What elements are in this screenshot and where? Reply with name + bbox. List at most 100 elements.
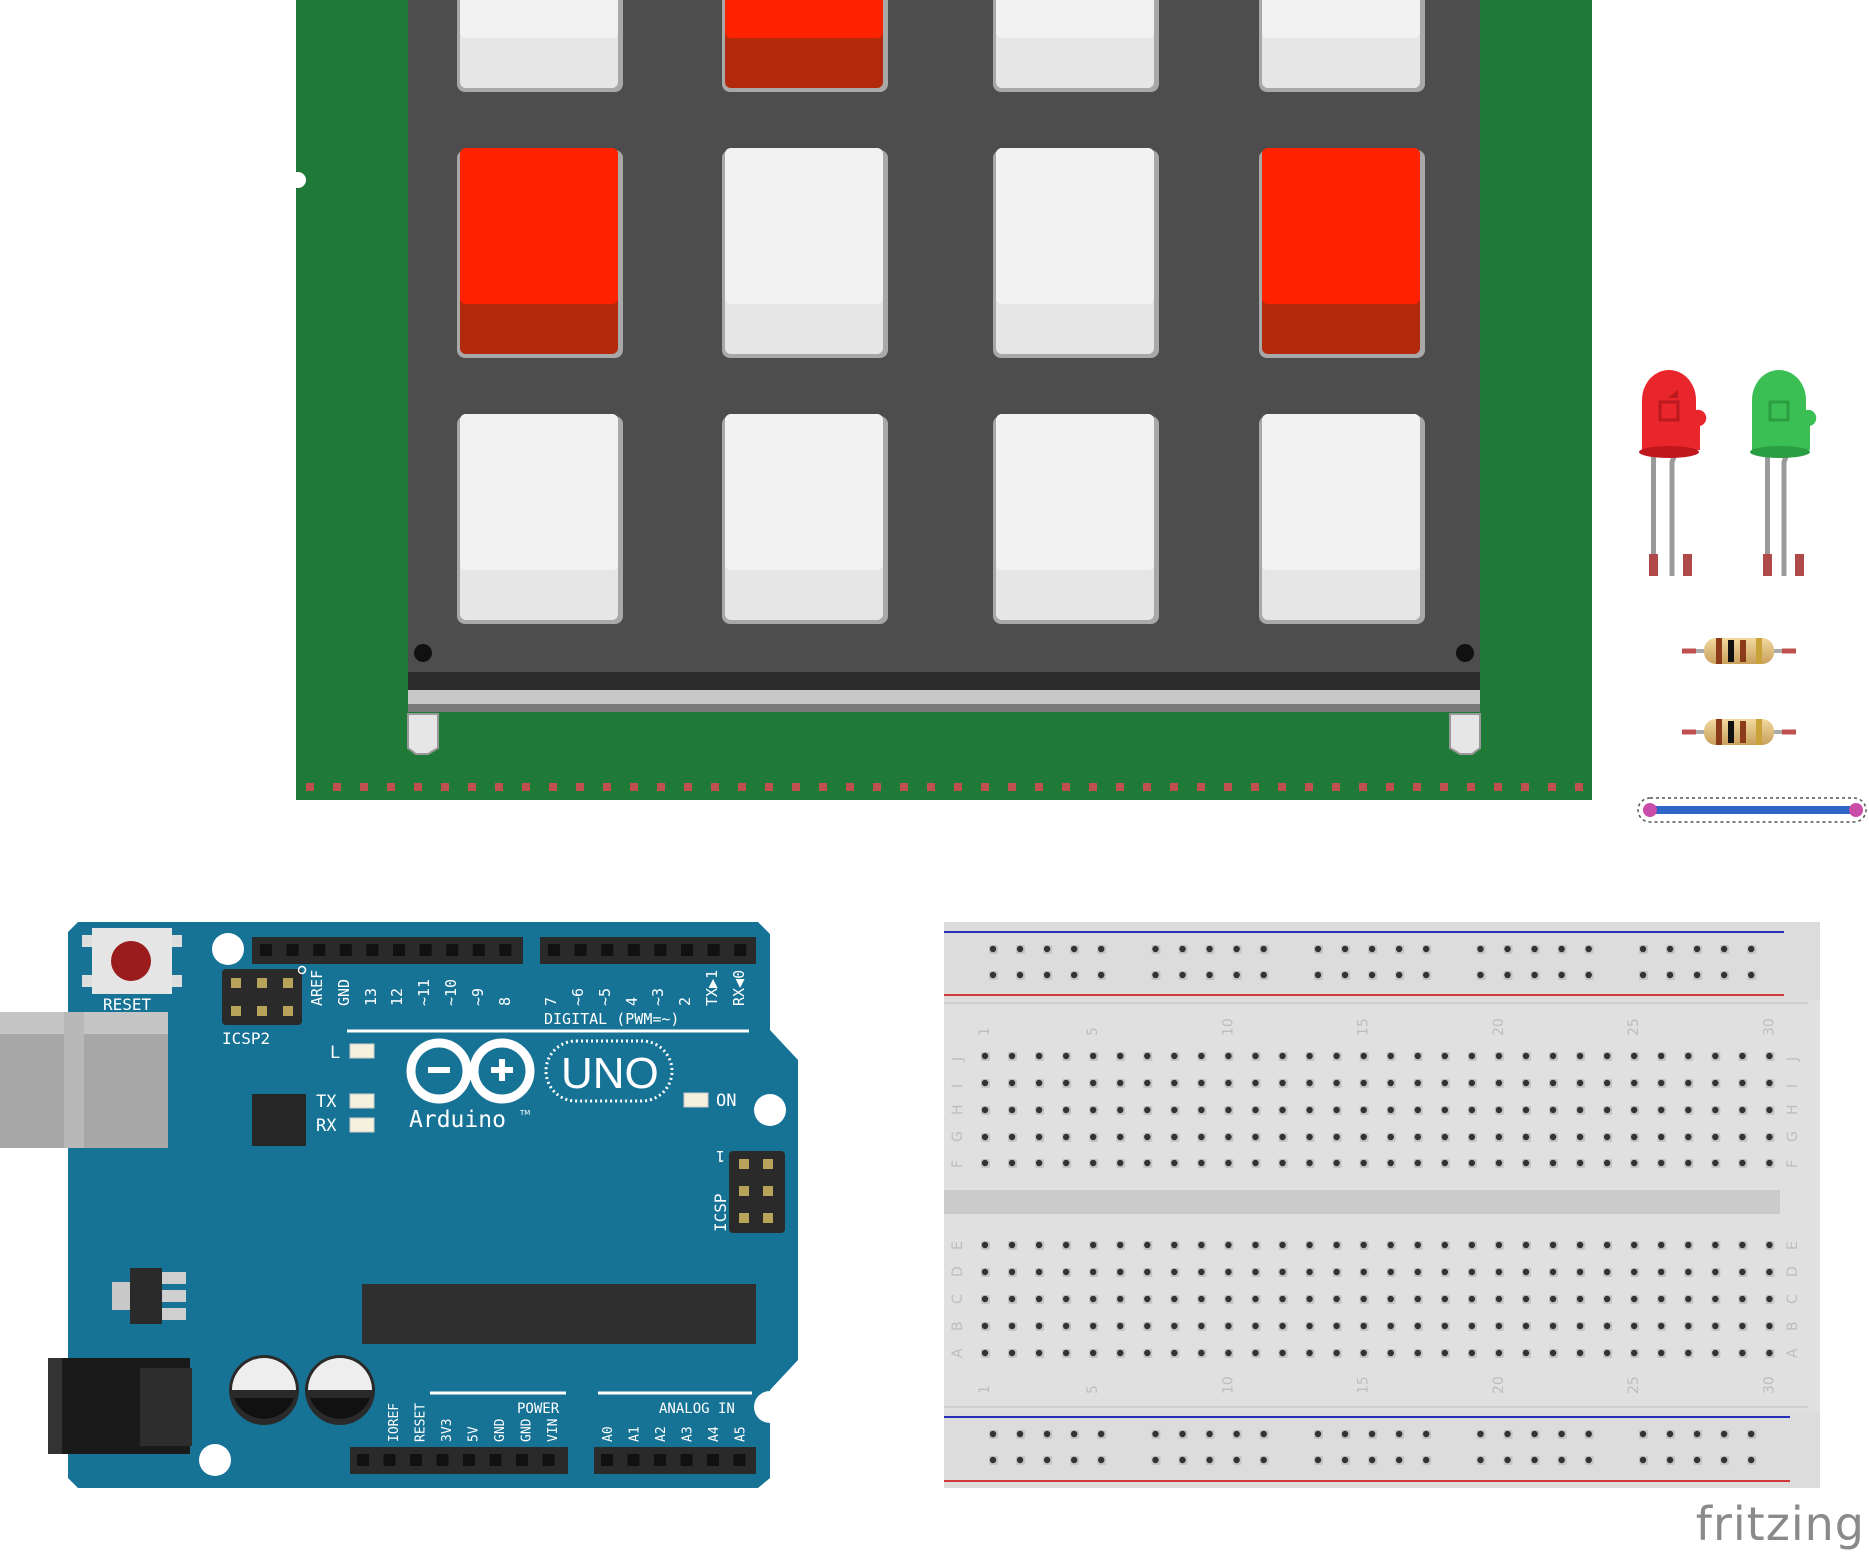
ribbon-clip-right [1449, 713, 1481, 755]
power-pin-label: VIN [546, 1419, 561, 1442]
power-pin-label: 3V3 [440, 1419, 455, 1442]
pcb-pin [1548, 783, 1556, 791]
pcb-pin [1251, 783, 1259, 791]
pcb-pin [495, 783, 503, 791]
key-r1-c3[interactable] [993, 0, 1159, 92]
digital-label: DIGITAL (PWM=~) [544, 1010, 679, 1028]
pcb-pin [1116, 783, 1124, 791]
keypad-keys [457, 0, 1425, 624]
bottom-header-holes [357, 1454, 746, 1466]
key-r3-c3[interactable] [993, 414, 1159, 624]
digital-pin-label: ~9 [469, 988, 487, 1006]
row-letter: A [1785, 1348, 1801, 1358]
power-pin-label: RESET [414, 1403, 429, 1442]
key-r1-c1[interactable] [457, 0, 623, 92]
analog-pin-label: A2 [654, 1426, 669, 1442]
row-letter: D [1785, 1266, 1801, 1277]
screw-hole-right [1456, 644, 1474, 662]
key-r2-c4[interactable] [1259, 148, 1425, 358]
row-letter: H [1785, 1104, 1801, 1115]
pcb-pin [441, 783, 449, 791]
key-r1-c2[interactable] [722, 0, 888, 92]
column-number: 30 [1761, 1018, 1777, 1036]
pcb-pin [738, 783, 746, 791]
led-green[interactable] [1750, 370, 1817, 576]
usb-chip [252, 1094, 306, 1146]
pcb-pin [468, 783, 476, 791]
pcb-pin [522, 783, 530, 791]
jumper-wire[interactable] [1637, 797, 1867, 823]
column-number: 15 [1356, 1018, 1372, 1036]
pcb-pin [900, 783, 908, 791]
pcb-pin [306, 783, 314, 791]
digital-pin-label: TX▶1 [703, 970, 721, 1006]
row-letter: H [950, 1104, 966, 1115]
column-number: 1 [977, 1027, 993, 1036]
reset-button[interactable] [82, 928, 182, 994]
icsp-label: ICSP [711, 1193, 730, 1232]
analog-pin-label: A3 [681, 1426, 696, 1442]
column-number: 25 [1626, 1018, 1642, 1036]
rail-bottom [944, 1412, 1820, 1488]
pcb-pin [1089, 783, 1097, 791]
led-red[interactable] [1639, 370, 1707, 576]
icsp2-header [222, 969, 302, 1025]
led-rx [349, 1117, 375, 1133]
mount-hole [212, 933, 244, 965]
capacitor [305, 1355, 375, 1425]
atmega-chip [362, 1284, 756, 1344]
pcb-pin [1521, 783, 1529, 791]
analog-pin-label: A1 [628, 1426, 643, 1442]
pcb-pin [1008, 783, 1016, 791]
mount-hole [754, 1391, 786, 1423]
column-number: 1 [977, 1385, 993, 1394]
digital-pin-label: 8 [496, 997, 514, 1006]
pcb-pin [1575, 783, 1583, 791]
resistor-2[interactable] [1682, 719, 1796, 745]
digital-pin-label: AREF [308, 970, 326, 1006]
row-letter: I [950, 1084, 966, 1088]
icsp-pin1-label: 1 [716, 1147, 725, 1165]
keypad-module[interactable] [290, 0, 1592, 800]
pcb-pin [1467, 783, 1475, 791]
row-letter: G [950, 1131, 966, 1142]
key-r2-c1[interactable] [457, 148, 623, 358]
key-r1-c4[interactable] [1259, 0, 1425, 92]
key-r2-c3[interactable] [993, 148, 1159, 358]
power-pin-label: IOREF [387, 1403, 402, 1442]
column-number: 20 [1491, 1376, 1507, 1394]
pcb-pin [360, 783, 368, 791]
pcb-pin [1035, 783, 1043, 791]
pcb-pin [765, 783, 773, 791]
power-header [350, 1447, 568, 1474]
arduino-logo [406, 1038, 535, 1104]
pcb-pin [1359, 783, 1367, 791]
row-letter: G [1785, 1131, 1801, 1142]
digital-pin-label: 2 [676, 997, 694, 1006]
pcb-pin [1170, 783, 1178, 791]
pcb-pin [819, 783, 827, 791]
analog-label: ANALOG IN [659, 1401, 735, 1417]
power-pin-label: 5V [467, 1426, 482, 1442]
icsp2-label: ICSP2 [222, 1029, 270, 1048]
icsp-header [729, 1151, 785, 1233]
resistor-1[interactable] [1682, 638, 1796, 664]
pcb-pin [333, 783, 341, 791]
pcb-pin [792, 783, 800, 791]
pcb-pin [1440, 783, 1448, 791]
key-r3-c4[interactable] [1259, 414, 1425, 624]
row-letter: C [1785, 1294, 1801, 1304]
mount-hole [199, 1444, 231, 1476]
key-r3-c1[interactable] [457, 414, 623, 624]
led-on-label: ON [716, 1091, 736, 1111]
pcb-pin [846, 783, 854, 791]
uno-label: UNO [561, 1049, 659, 1098]
digital-pin-label: 4 [623, 997, 641, 1006]
digital-pin-label: ~6 [569, 988, 587, 1006]
key-r2-c2[interactable] [722, 148, 888, 358]
digital-pin-label: ~11 [415, 979, 433, 1006]
key-r3-c2[interactable] [722, 414, 888, 624]
